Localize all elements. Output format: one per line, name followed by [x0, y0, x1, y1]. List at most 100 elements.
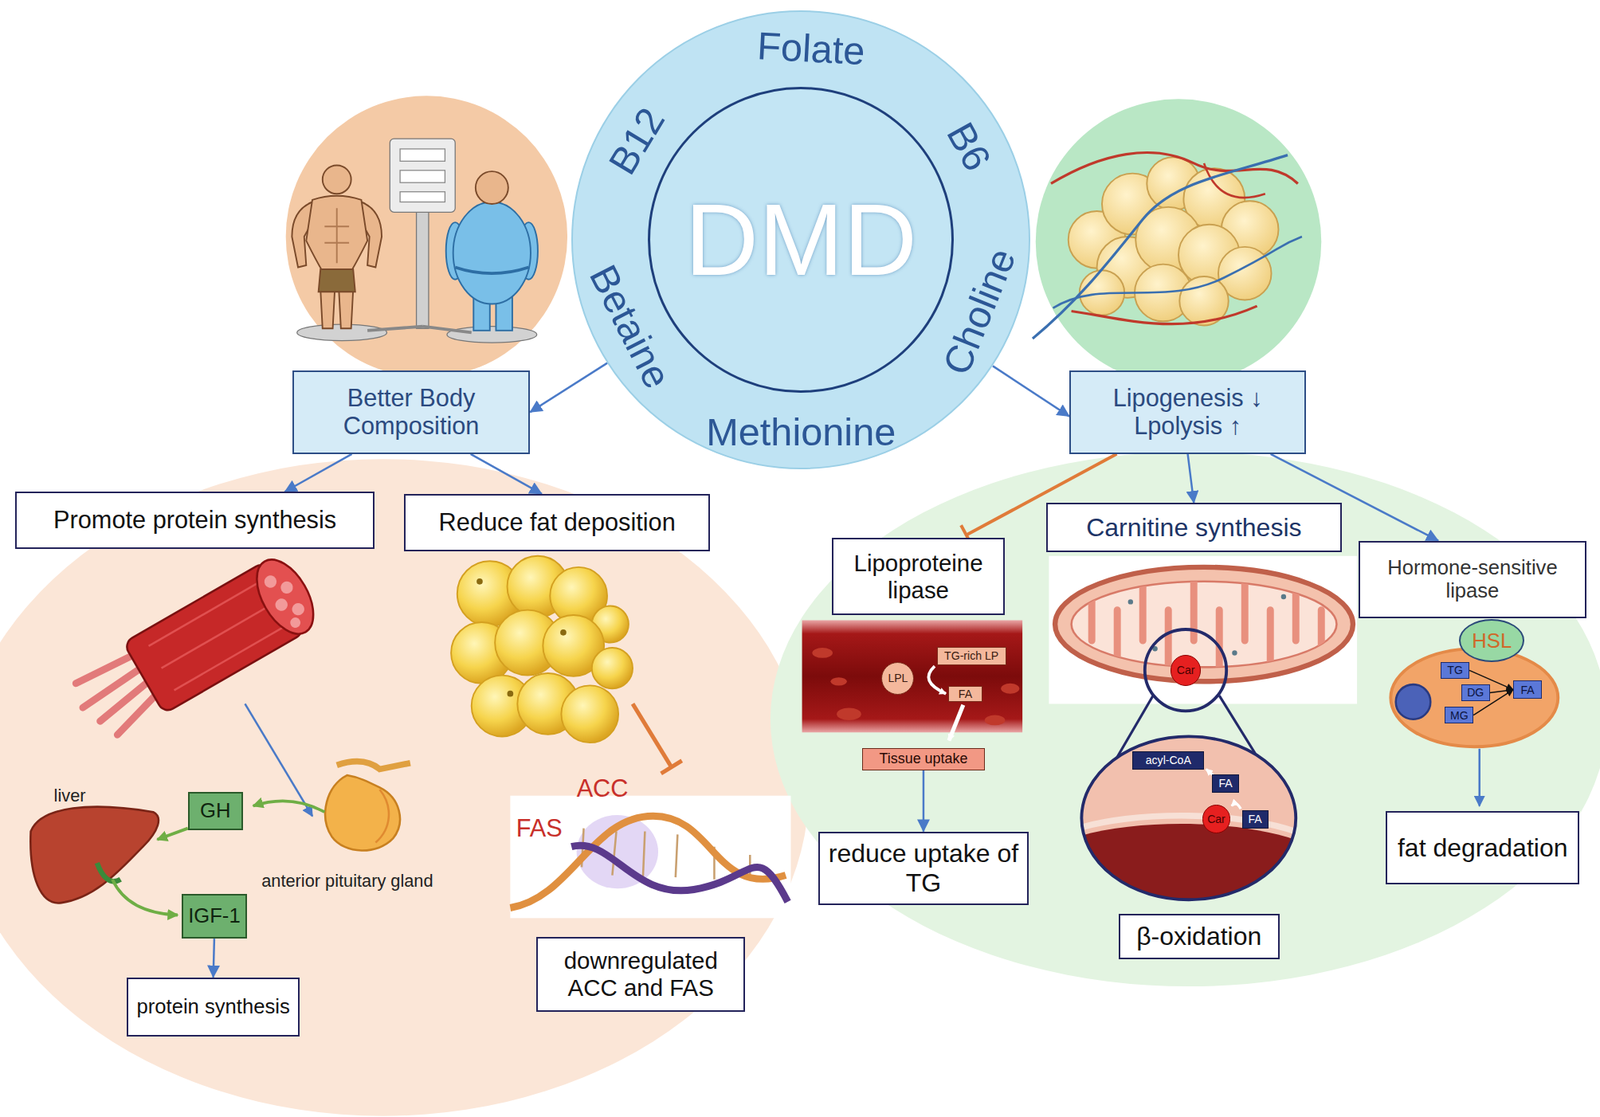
- dna-strand: [571, 845, 788, 902]
- connector-arrow: [470, 454, 542, 495]
- box-text: FA: [1520, 683, 1534, 697]
- box-text: Lipogenesis ↓: [1113, 384, 1263, 412]
- adipose-tissue: [1053, 236, 1302, 309]
- box-text: IGF-1: [188, 904, 240, 928]
- muscular-man: [322, 164, 352, 194]
- blood-vessel: [928, 666, 946, 695]
- process-box: Lipogenesis ↓Lpolysis ↑: [1069, 370, 1306, 455]
- annotation-label: anterior pituitary gland: [261, 870, 434, 891]
- region-ground: [770, 451, 1600, 987]
- overweight-man: [454, 266, 529, 274]
- blood-vessel: [949, 705, 964, 742]
- connector-line: [1188, 454, 1195, 503]
- pituitary-gland: [375, 789, 389, 844]
- region-ground: [286, 95, 568, 377]
- ring-label: Methionine: [705, 411, 896, 451]
- signal-arrow: [244, 703, 313, 816]
- box-text: FA: [958, 687, 973, 701]
- fat-cells: [592, 647, 633, 689]
- adipose-tissue: [1050, 152, 1299, 185]
- result-box: protein synthesis: [126, 977, 301, 1037]
- molecule-tag: FA: [948, 686, 984, 702]
- enzyme-ellipse: HSL: [1458, 619, 1525, 663]
- connector-line: [213, 938, 215, 978]
- adipocyte: [1390, 648, 1558, 806]
- connector-arrow: [922, 770, 924, 832]
- fat-cells: [560, 685, 619, 743]
- pituitary-gland: [325, 775, 400, 851]
- muscular-man: [318, 269, 356, 292]
- blood-vessel: [830, 677, 847, 686]
- weighing-scale: [416, 210, 429, 330]
- muscle-fibre: [288, 615, 302, 630]
- muscular-man: [320, 290, 335, 330]
- center-circle: FolateB12B6DMDBetaineCholineMethionine: [571, 10, 1031, 470]
- box-text: Tissue uptake: [879, 750, 969, 768]
- muscular-man: [338, 290, 353, 330]
- box-text: Lipoproteine lipase: [839, 549, 997, 604]
- box-text: Carnitine synthesis: [1086, 513, 1302, 543]
- process-box: Promote protein synthesis: [15, 491, 375, 550]
- mitochondrion: [1128, 599, 1134, 604]
- molecule-tag: TG-rich LP: [937, 647, 1007, 666]
- muscle-fibre: [245, 550, 326, 644]
- hormone-arrow: [253, 800, 326, 812]
- center-title: DMD: [684, 188, 918, 291]
- molecule-tag: DG: [1461, 684, 1491, 701]
- connector-arrow: [284, 454, 352, 492]
- box-text: Car: [1207, 812, 1226, 826]
- step-tag: Tissue uptake: [862, 748, 985, 771]
- weighing-scale: [400, 170, 445, 183]
- result-box: downregulated ACC and FAS: [536, 937, 746, 1013]
- box-text: FA: [1218, 776, 1232, 790]
- zoom-inset: [1071, 815, 1306, 836]
- muscle-fibre: [65, 550, 326, 748]
- ring-label: Folate: [756, 26, 867, 71]
- carnitine-circle: Car: [1202, 804, 1232, 834]
- hormone-box: GH: [188, 792, 244, 832]
- molecule-tag: MG: [1444, 706, 1474, 723]
- annotation-label: FAS: [515, 814, 563, 843]
- fat-cells: [507, 690, 514, 698]
- box-text: GH: [200, 799, 231, 823]
- blood-vessel: [811, 647, 833, 659]
- box-text: FA: [1248, 812, 1263, 826]
- box-text: HSL: [1471, 629, 1512, 653]
- connector-line: [529, 363, 608, 413]
- mitochondrion: [1048, 556, 1357, 705]
- box-text: Reduce fat deposition: [439, 508, 676, 537]
- weighing-scale: [447, 326, 538, 343]
- muscle-fibre: [273, 596, 291, 614]
- box-text: Promote protein synthesis: [53, 505, 337, 534]
- weighing-scale: [389, 138, 455, 212]
- process-box: Better Body Composition: [292, 370, 530, 455]
- muscle-fibre: [278, 579, 295, 597]
- inhibition-line: [632, 703, 683, 773]
- connector-arrow: [213, 938, 215, 978]
- connector-line: [992, 365, 1070, 416]
- box-text: MG: [1450, 709, 1469, 722]
- connector-arrow: [992, 365, 1070, 416]
- connector-arrow: [1188, 454, 1195, 503]
- blood-vessel: [984, 715, 1006, 726]
- box-text: TG-rich LP: [944, 649, 999, 663]
- fat-cells: [476, 578, 483, 585]
- result-box: fat degradation: [1385, 811, 1580, 885]
- hormone-arrow: [156, 828, 188, 840]
- region-ground: [1035, 98, 1322, 385]
- adipocyte: [1396, 684, 1432, 720]
- liver-organ: [30, 807, 159, 904]
- adipose-tissue: [1032, 155, 1288, 339]
- box-text: TG: [1447, 663, 1463, 677]
- muscular-man: [305, 196, 368, 272]
- adipose-tissue: [1071, 305, 1258, 325]
- mitochondrion: [1091, 571, 1322, 678]
- inhibition-line: [632, 703, 672, 767]
- blood-vessel: [1000, 683, 1020, 695]
- liver-organ: [97, 862, 121, 882]
- annotation-label: ACC: [576, 774, 629, 803]
- box-text: downregulated ACC and FAS: [544, 947, 738, 1002]
- blood-vessel: [836, 708, 862, 721]
- box-text: Better Body Composition: [300, 384, 522, 441]
- box-text: protein synthesis: [137, 995, 291, 1019]
